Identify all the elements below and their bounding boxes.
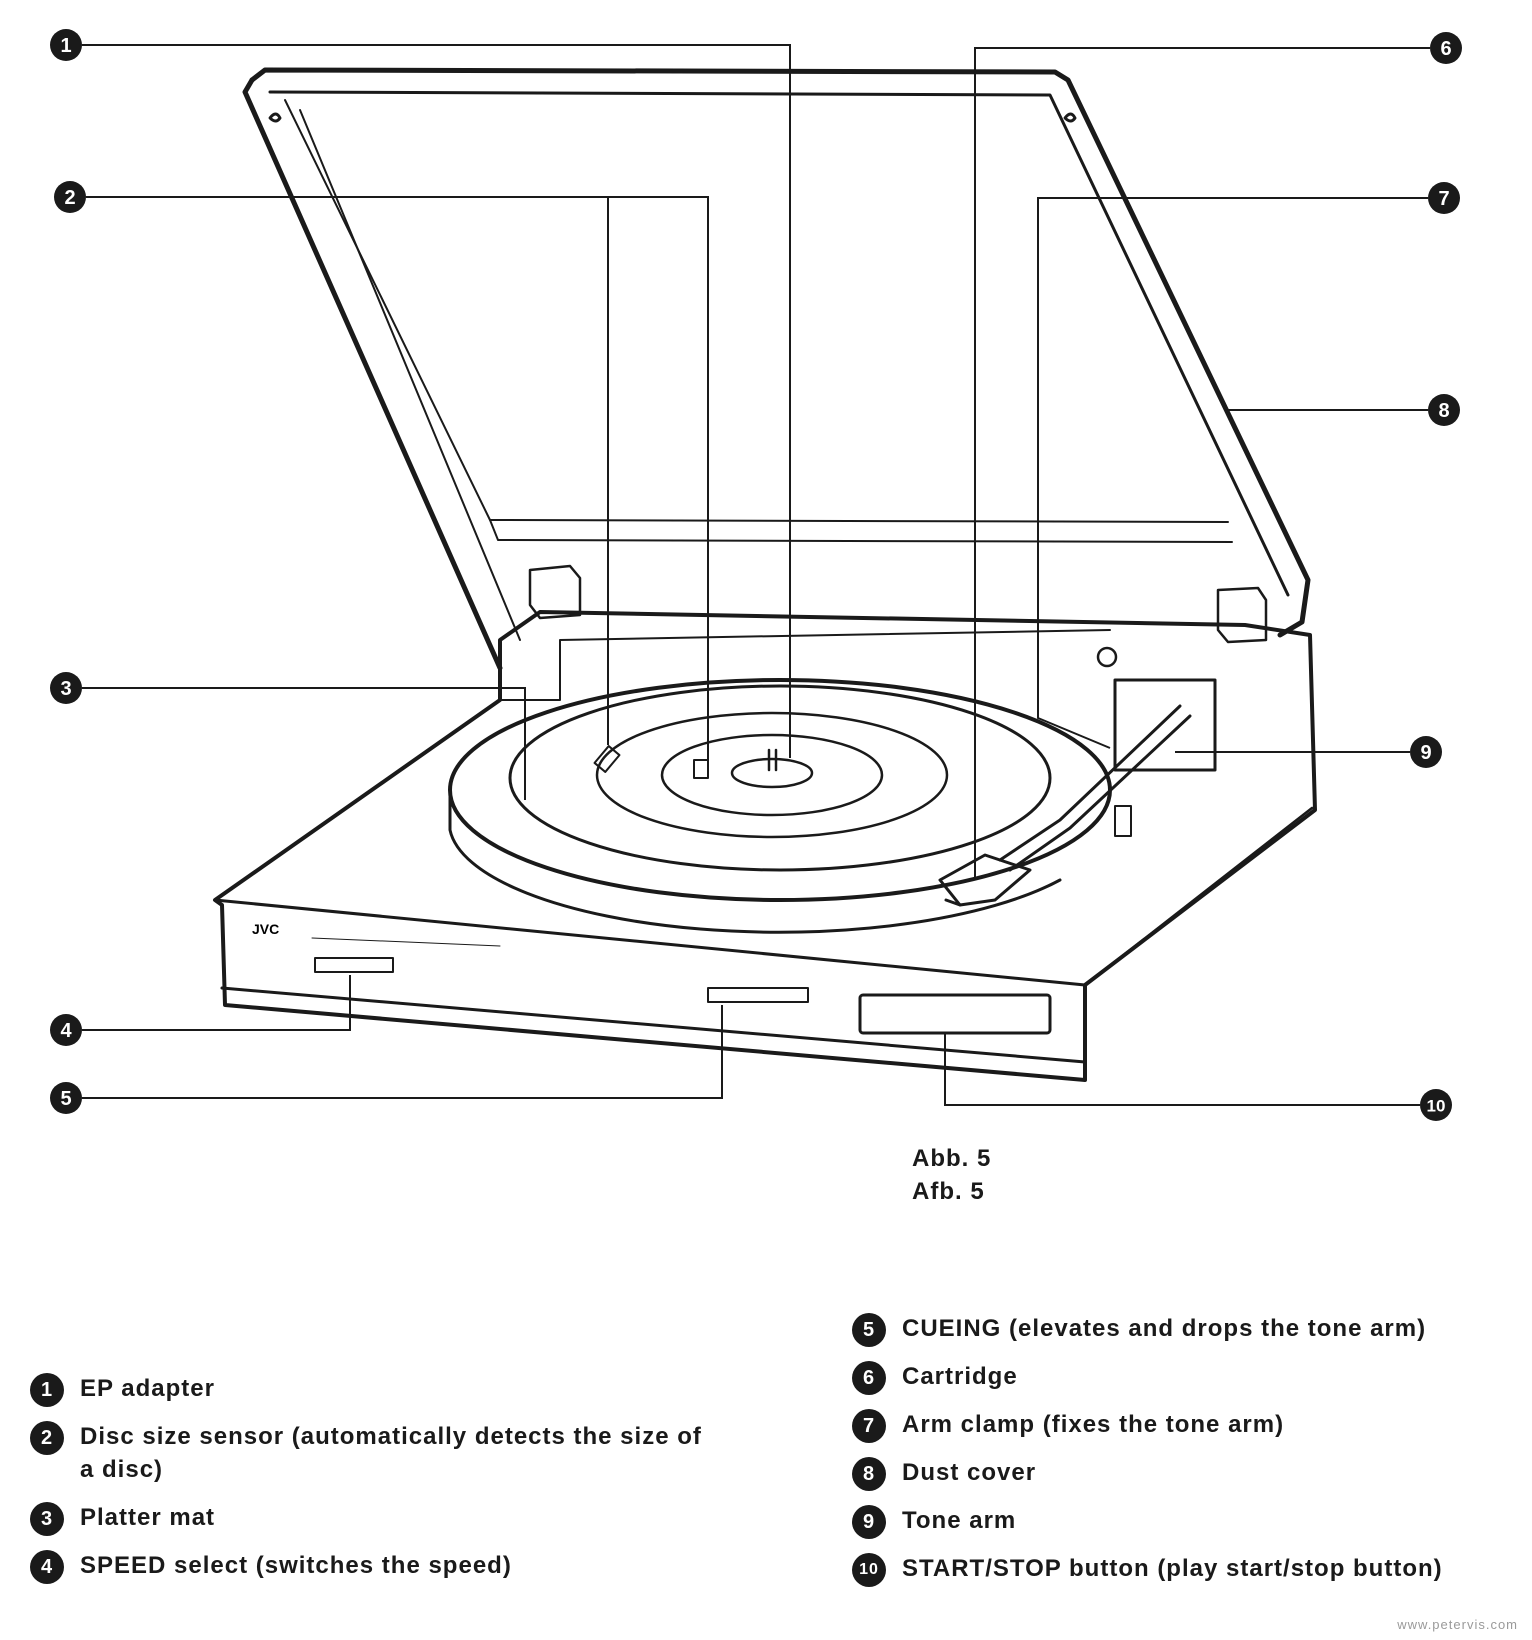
- legend-item: 5 CUEING (elevates and drops the tone ar…: [852, 1312, 1502, 1347]
- legend-text: Dust cover: [902, 1459, 1037, 1486]
- legend-item: 8 Dust cover: [852, 1456, 1502, 1491]
- callout-badge-5: 5: [50, 1082, 82, 1114]
- legend-item: 9 Tone arm: [852, 1504, 1502, 1539]
- legend-number-badge: 8: [852, 1457, 886, 1491]
- legend-text: Arm clamp (fixes the tone arm): [902, 1411, 1285, 1438]
- legend-number-badge: 6: [852, 1361, 886, 1395]
- svg-text:6: 6: [1440, 38, 1451, 60]
- svg-text:8: 8: [1438, 400, 1449, 422]
- callout-badge-9: 9: [1410, 736, 1442, 768]
- svg-text:5: 5: [60, 1088, 71, 1110]
- platter: [448, 678, 1112, 934]
- turntable-base: JVC: [213, 610, 1317, 1082]
- callout-badge-4: 4: [50, 1014, 82, 1046]
- brand-logo: JVC: [252, 921, 279, 937]
- callout-badge-2: 2: [54, 181, 86, 213]
- dust-cover: [242, 67, 1311, 671]
- legend-item: 2 Disc size sensor (automatically detect…: [30, 1420, 710, 1486]
- legend-right: 5 CUEING (elevates and drops the tone ar…: [852, 1312, 1502, 1600]
- legend-item: 4 SPEED select (switches the speed): [30, 1549, 710, 1584]
- legend-item: 6 Cartridge: [852, 1360, 1502, 1395]
- legend-number-badge: 7: [852, 1409, 886, 1443]
- callout-badge-8: 8: [1428, 394, 1460, 426]
- watermark: www.petervis.com: [1397, 1617, 1518, 1632]
- svg-text:3: 3: [60, 678, 71, 700]
- callout-badge-6: 6: [1430, 32, 1462, 64]
- hinges: [528, 564, 1268, 644]
- svg-text:10: 10: [1427, 1097, 1446, 1116]
- legend-item: 1 EP adapter: [30, 1372, 710, 1407]
- legend-number-badge: 4: [30, 1550, 64, 1584]
- legend-text: Disc size sensor (automatically detects …: [80, 1423, 702, 1483]
- tone-arm: [938, 646, 1217, 907]
- legend-text: Tone arm: [902, 1507, 1017, 1534]
- legend-text: CUEING (elevates and drops the tone arm): [902, 1315, 1427, 1342]
- callout-lines: [82, 44, 1430, 1106]
- legend-number-badge: 10: [852, 1553, 886, 1587]
- legend-text: EP adapter: [80, 1375, 215, 1402]
- figure-caption-line2: Afb. 5: [912, 1178, 985, 1205]
- svg-text:1: 1: [60, 35, 71, 57]
- legend-text: Platter mat: [80, 1504, 216, 1531]
- figure-caption-line1: Abb. 5: [912, 1145, 992, 1172]
- legend-text: Cartridge: [902, 1363, 1018, 1390]
- legend-text: SPEED select (switches the speed): [80, 1552, 512, 1579]
- callout-badge-10: 10: [1420, 1089, 1452, 1121]
- legend-number-badge: 9: [852, 1505, 886, 1539]
- svg-text:7: 7: [1438, 188, 1449, 210]
- svg-text:4: 4: [60, 1020, 72, 1042]
- legend-item: 10 START/STOP button (play start/stop bu…: [852, 1552, 1502, 1587]
- svg-text:2: 2: [64, 187, 75, 209]
- callout-badge-7: 7: [1428, 182, 1460, 214]
- legend-number-badge: 1: [30, 1373, 64, 1407]
- legend-number-badge: 2: [30, 1421, 64, 1455]
- legend-item: 3 Platter mat: [30, 1501, 710, 1536]
- legend-text: START/STOP button (play start/stop butto…: [902, 1555, 1443, 1582]
- legend-number-badge: 5: [852, 1313, 886, 1347]
- callout-badge-1: 1: [50, 29, 82, 61]
- callout-badge-3: 3: [50, 672, 82, 704]
- svg-text:9: 9: [1420, 742, 1431, 764]
- legend-item: 7 Arm clamp (fixes the tone arm): [852, 1408, 1502, 1443]
- legend-left: 1 EP adapter 2 Disc size sensor (automat…: [30, 1372, 710, 1597]
- legend-number-badge: 3: [30, 1502, 64, 1536]
